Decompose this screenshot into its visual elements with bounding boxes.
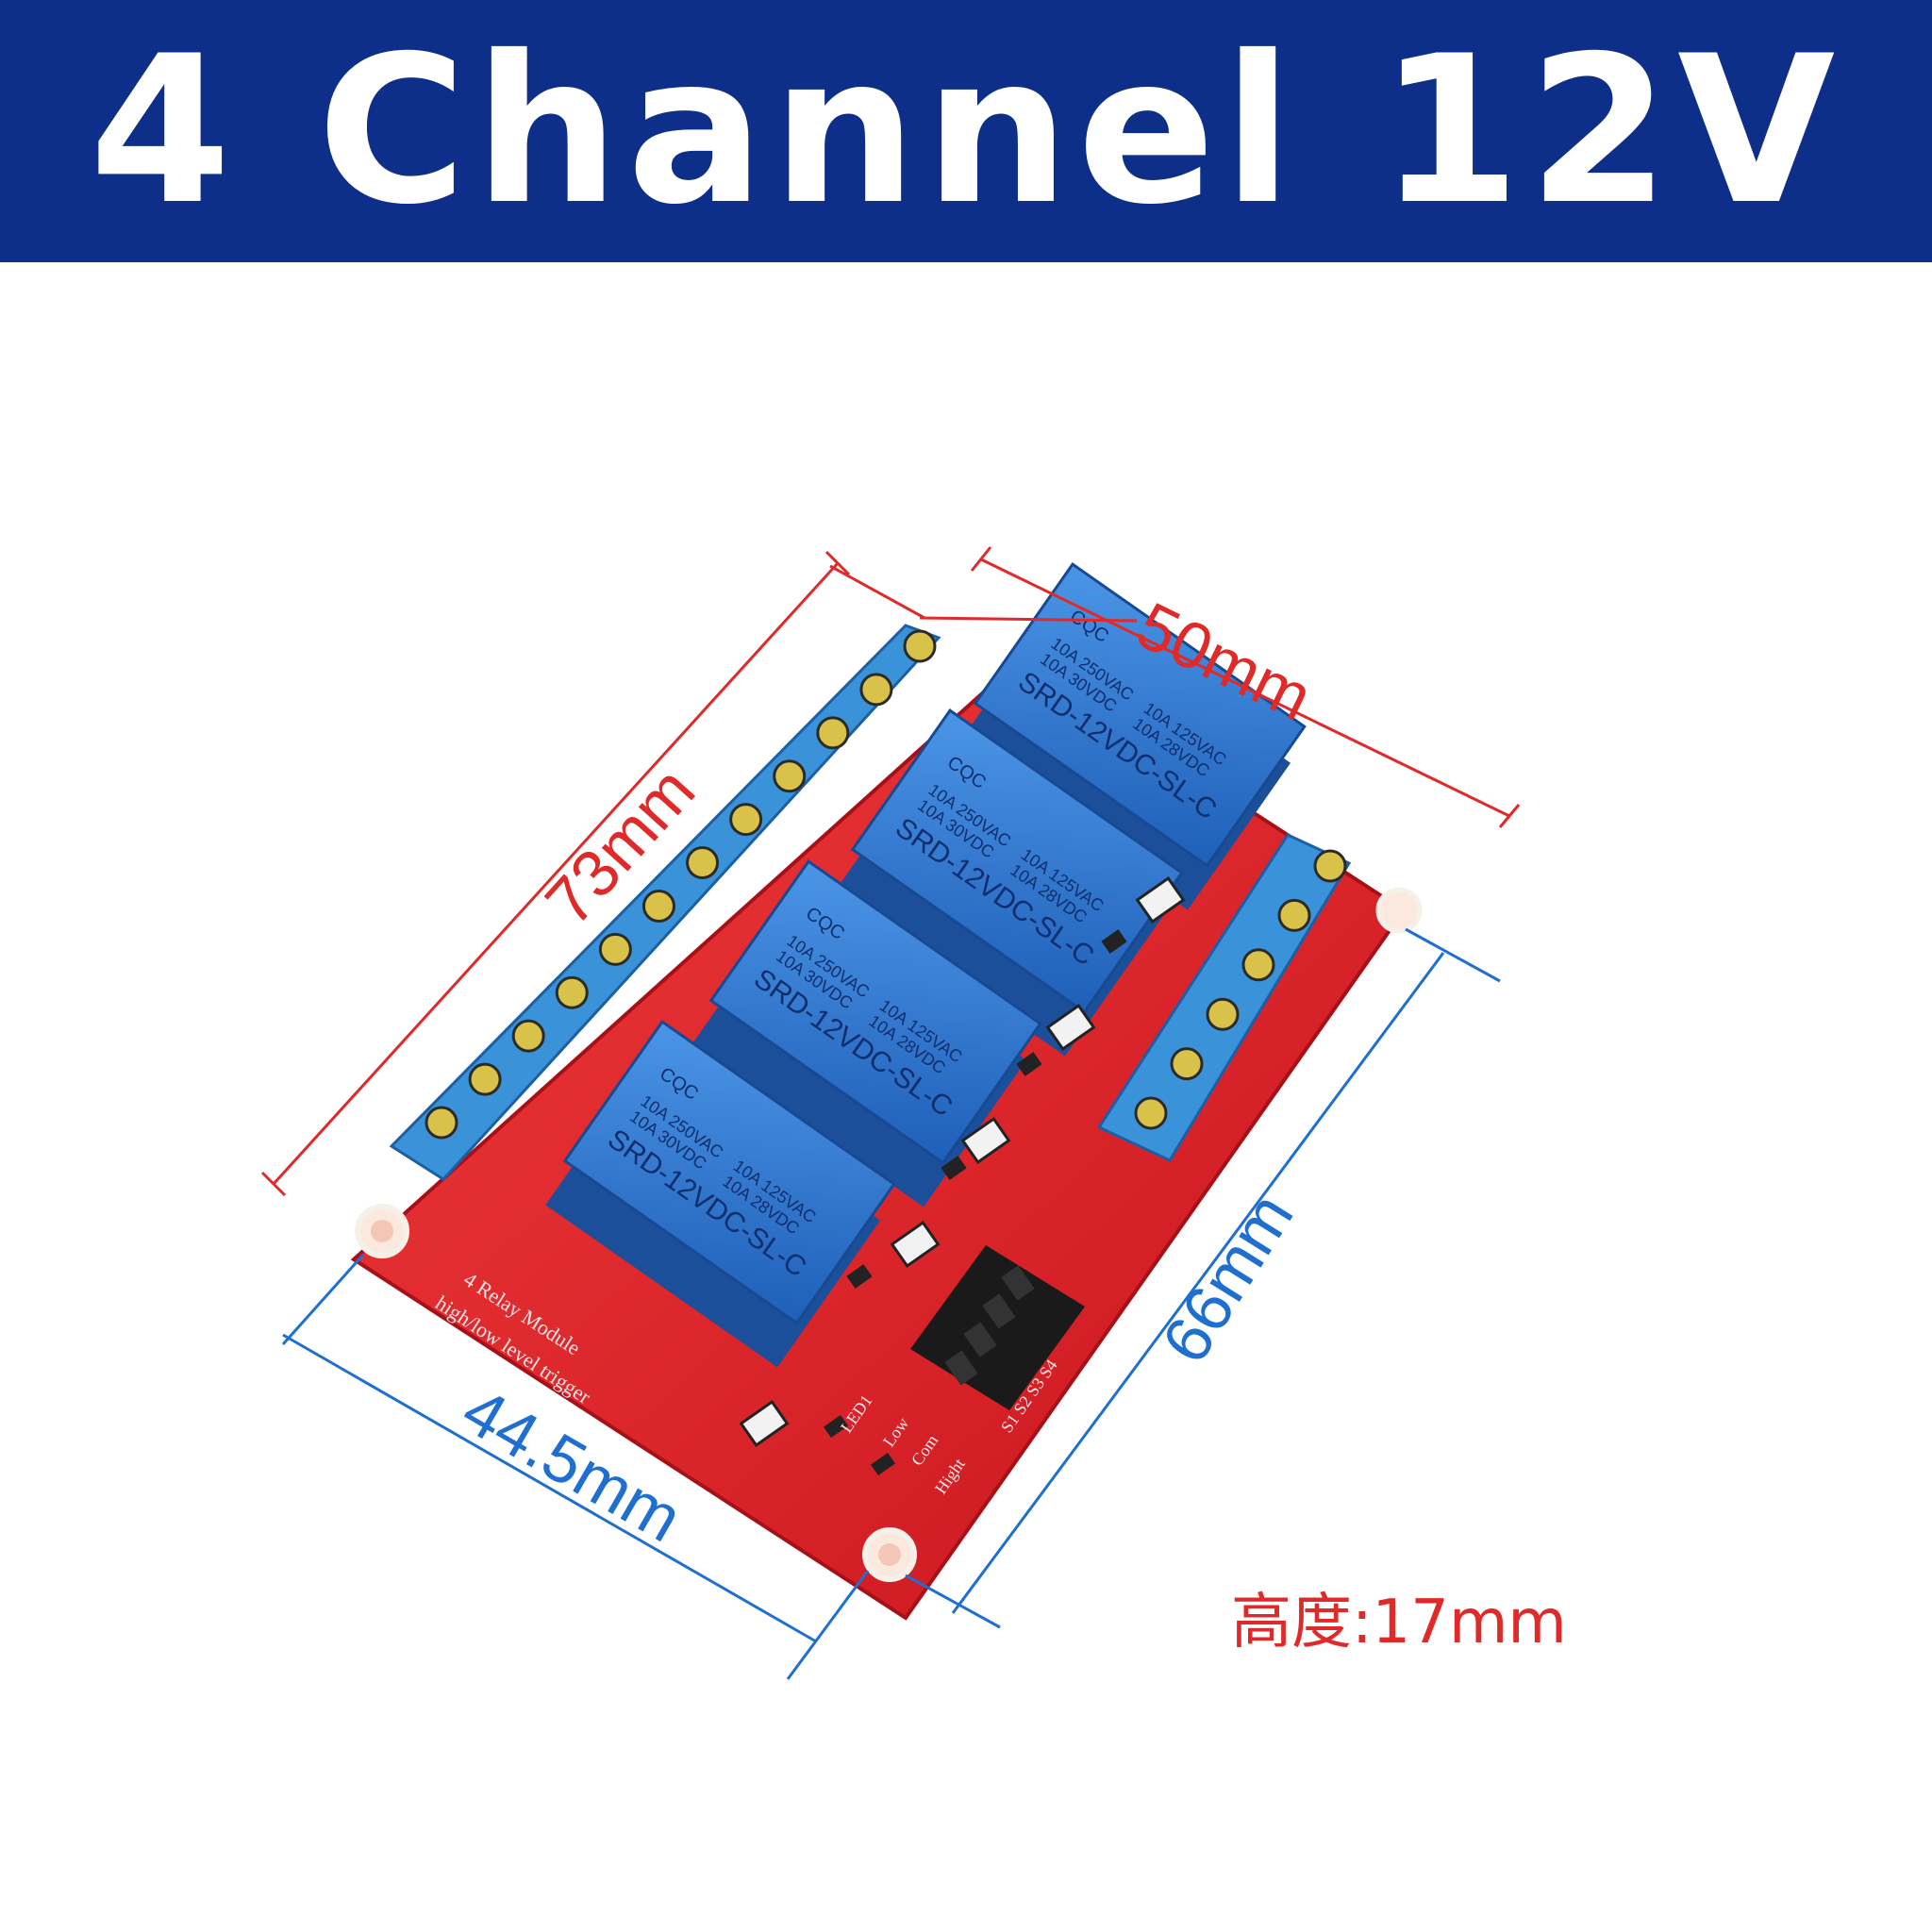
- right-screws-screw-4: [1206, 997, 1240, 1031]
- left-screws-screw-3: [816, 716, 850, 750]
- height-note: 高度:17mm: [1231, 1588, 1567, 1657]
- left-screws-screw-5: [729, 803, 763, 837]
- left-screws-screw-10: [511, 1019, 545, 1053]
- left-screws-screw-1: [903, 629, 937, 663]
- dimension-lines-red: [260, 546, 1521, 1197]
- banner-title: 4 Channel 12V: [89, 12, 1843, 249]
- left-screws-screw-9: [555, 975, 589, 1009]
- dimension-lines-blue: [281, 927, 1501, 1680]
- left-screws-screw-4: [773, 759, 807, 793]
- right-screws-screw-2: [1277, 898, 1311, 932]
- right-screws-screw-3: [1241, 948, 1275, 982]
- mounting-holes: [355, 887, 1423, 1582]
- title-banner: 4 Channel 12V: [0, 0, 1932, 262]
- left-screws-screw-11: [468, 1062, 502, 1096]
- left-screws-screw-7: [641, 889, 675, 923]
- left-screws-screw-8: [598, 932, 632, 966]
- left-screws-screw-2: [859, 673, 893, 707]
- left-screws-screw-12: [425, 1106, 458, 1140]
- screw-terminal-strip-right: [1096, 833, 1352, 1162]
- jumper-header: [910, 1245, 1085, 1410]
- left-screws-screw-6: [686, 846, 720, 880]
- right-screws-screw-6: [1134, 1096, 1168, 1130]
- screw-terminal-strip-left: [389, 624, 941, 1181]
- right-screws-screw-5: [1170, 1047, 1204, 1081]
- smd-components: [739, 875, 1186, 1476]
- right-screws-screw-1: [1313, 849, 1347, 883]
